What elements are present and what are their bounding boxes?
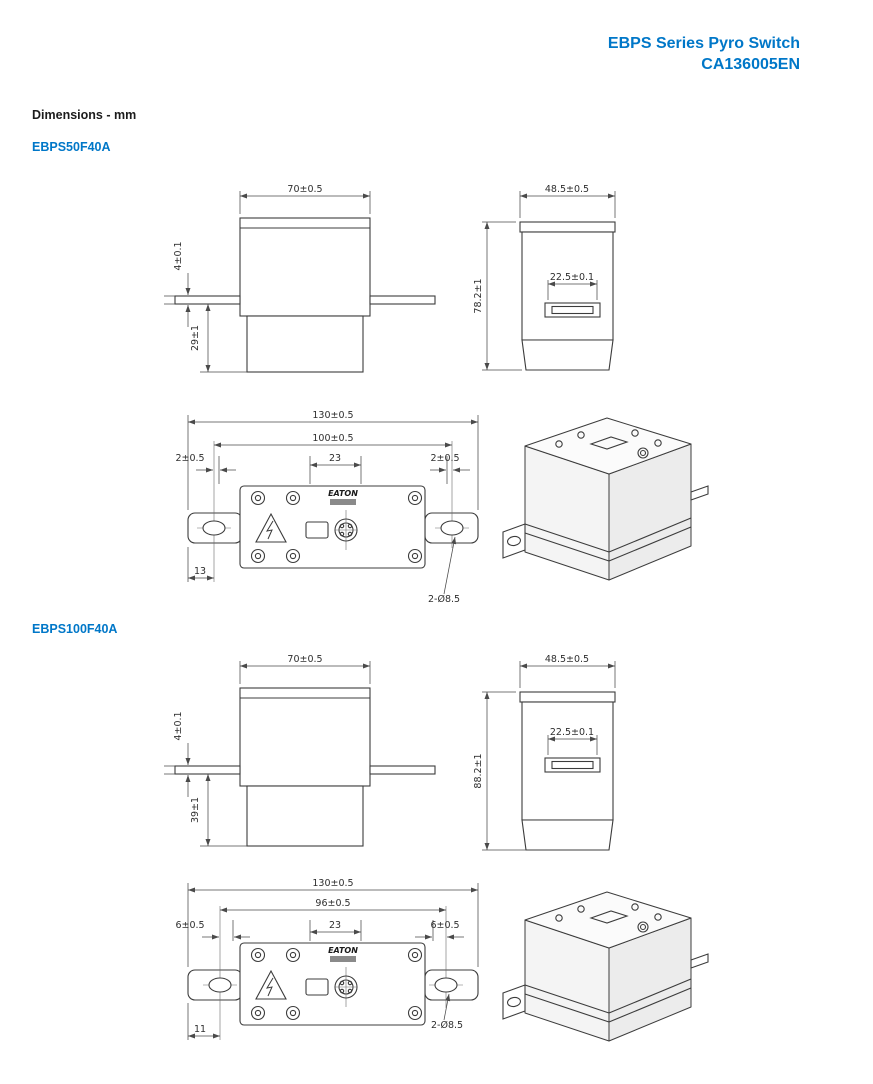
- mounting-slot-holes: [208, 977, 458, 993]
- dim-side-width: 48.5±0.5: [545, 654, 589, 665]
- dim-edge-left: 2±0.5: [175, 453, 204, 464]
- dim-connector-offset: 23: [329, 920, 341, 931]
- front-body-outline: [174, 217, 436, 373]
- ebps50-front-view: 70±0.5 4±0.1 29±1: [164, 184, 436, 373]
- plan-body-outline: [187, 942, 479, 1026]
- pyro-connector: [305, 975, 358, 999]
- iso-top-details: [555, 903, 662, 933]
- pyro-connector: [305, 518, 358, 542]
- logo-subtext-bar: [330, 499, 356, 505]
- warning-triangle-icon: [255, 969, 287, 1000]
- dim-foot-offset: 13: [194, 566, 206, 577]
- dim-front-width: 70±0.5: [287, 654, 322, 665]
- iso-terminal-blade: [690, 485, 709, 501]
- dim-mounting-holes: 2-Ø8.5: [431, 1020, 463, 1031]
- side-body-outline: [519, 221, 616, 371]
- dimensions-label: Dimensions - mm: [32, 108, 137, 122]
- dimension-lines: [187, 415, 479, 595]
- dimension-lines: [482, 191, 616, 371]
- dim-terminal-width: 22.5±0.1: [550, 272, 594, 283]
- dim-edge-right: 6±0.5: [430, 920, 459, 931]
- dim-lower-body-height: 29±1: [190, 325, 201, 351]
- doc-title: EBPS Series Pyro Switch: [607, 35, 800, 52]
- front-body-outline: [174, 687, 436, 847]
- model-heading-ebps100f40a: EBPS100F40A: [32, 622, 118, 636]
- ebps50-side-view: 48.5±0.5 78.2±1 22.5±0.1: [473, 184, 616, 371]
- dimension-lines: [164, 661, 371, 847]
- dim-overall-width: 130±0.5: [312, 878, 353, 889]
- ebps100-side-view: 48.5±0.5 88.2±1 22.5±0.1: [473, 654, 616, 851]
- iso-terminal-blade: [690, 953, 709, 969]
- dim-side-height: 78.2±1: [473, 278, 484, 313]
- iso-mounting-tab: [502, 984, 526, 1020]
- dim-terminal-width: 22.5±0.1: [550, 727, 594, 738]
- iso-body: [524, 417, 692, 581]
- cover-screws: [250, 490, 423, 564]
- warning-triangle-icon: [255, 512, 287, 543]
- dim-lower-body-height: 39±1: [190, 797, 201, 823]
- ebps100-front-view: 70±0.5 4±0.1 39±1: [164, 654, 436, 847]
- cover-screws: [250, 947, 423, 1021]
- dim-foot-offset: 11: [194, 1024, 206, 1035]
- doc-header: EBPS Series Pyro Switch CA136005EN: [608, 34, 800, 76]
- brand-logo: EATON: [328, 946, 358, 962]
- dim-hole-pitch: 96±0.5: [315, 898, 350, 909]
- dim-front-width: 70±0.5: [287, 184, 322, 195]
- dim-hole-pitch: 100±0.5: [312, 433, 353, 444]
- ebps50-plan-view: EATON 130±0.5 100±0.5 23 2±0.5 2±0.5 13: [175, 410, 479, 605]
- brand-logo: EATON: [328, 489, 358, 505]
- model-heading-ebps50f40a: EBPS50F40A: [32, 140, 111, 154]
- dim-edge-right: 2±0.5: [430, 453, 459, 464]
- iso-mounting-tab: [502, 523, 526, 559]
- side-body-outline: [519, 691, 616, 851]
- ebps100-plan-view: EATON 130±0.5 96±0.5 23 6±0.5 6±0.5 11: [175, 878, 479, 1040]
- dim-edge-left: 6±0.5: [175, 920, 204, 931]
- ebps100-isometric-view: [502, 891, 709, 1042]
- dim-mounting-holes: 2-Ø8.5: [428, 594, 460, 605]
- dim-overall-width: 130±0.5: [312, 410, 353, 421]
- dimension-lines: [187, 883, 479, 1040]
- doc-number: CA136005EN: [701, 55, 800, 73]
- iso-top-details: [555, 429, 662, 459]
- dim-blade-thickness: 4±0.1: [173, 711, 184, 740]
- dimension-lines: [482, 661, 616, 851]
- brand-logo-text: EATON: [328, 489, 358, 498]
- brand-logo-text: EATON: [328, 946, 358, 955]
- ebps50-isometric-view: [502, 417, 709, 581]
- logo-subtext-bar: [330, 956, 356, 962]
- dim-side-height: 88.2±1: [473, 753, 484, 788]
- dim-blade-thickness: 4±0.1: [173, 241, 184, 270]
- plan-body-outline: [187, 485, 479, 569]
- dim-side-width: 48.5±0.5: [545, 184, 589, 195]
- dim-connector-offset: 23: [329, 453, 341, 464]
- iso-body: [524, 891, 692, 1042]
- mounting-slot-holes: [202, 520, 464, 536]
- dimension-lines: [164, 191, 371, 373]
